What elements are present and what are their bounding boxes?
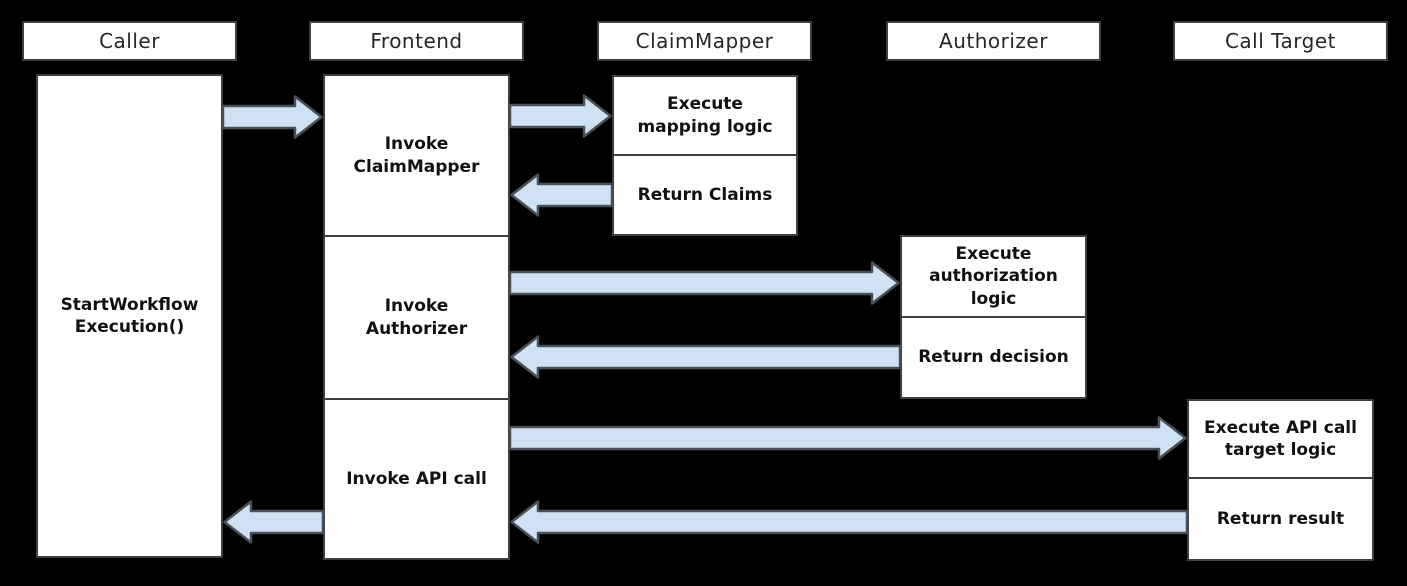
lane-label: ClaimMapper (635, 29, 774, 53)
stack-authorizer: Execute authorization logic Return decis… (900, 235, 1087, 399)
node-execute-api-call-target-logic: Execute API call target logic (1189, 401, 1372, 477)
node-label: Execute authorization logic (929, 244, 1058, 309)
lane-header-call-target: Call Target (1173, 21, 1388, 61)
node-return-result: Return result (1189, 477, 1372, 559)
lane-label: Authorizer (939, 29, 1048, 53)
node-invoke-authorizer: Invoke Authorizer (325, 235, 508, 398)
arrow-frontend-to-claimmapper (508, 94, 612, 138)
node-start-workflow-execution: StartWorkflow Execution() (36, 74, 223, 558)
arrow-authorizer-to-frontend (510, 335, 902, 379)
node-invoke-claimmapper: Invoke ClaimMapper (325, 76, 508, 235)
lane-label: Caller (99, 29, 160, 53)
node-label: Invoke API call (346, 468, 487, 489)
stack-claimmapper: Execute mapping logic Return Claims (612, 75, 798, 236)
arrow-shape (508, 94, 612, 138)
stack-frontend: Invoke ClaimMapper Invoke Authorizer Inv… (323, 74, 510, 560)
lane-label: Frontend (370, 29, 463, 53)
node-label: Return result (1216, 508, 1345, 529)
arrow-shape (510, 500, 1189, 544)
arrow-shape (223, 500, 325, 544)
lane-label: Call Target (1224, 29, 1337, 53)
node-label: Execute mapping logic (637, 94, 773, 137)
node-label: Invoke Authorizer (365, 296, 468, 339)
node-return-decision: Return decision (902, 316, 1085, 397)
stack-call-target: Execute API call target logic Return res… (1187, 399, 1374, 561)
arrow-shape (508, 261, 900, 305)
lane-header-frontend: Frontend (309, 21, 524, 61)
node-label: Return Claims (637, 184, 773, 205)
lane-header-caller: Caller (22, 21, 237, 61)
node-label: StartWorkflow Execution() (60, 294, 199, 337)
lane-header-authorizer: Authorizer (886, 21, 1101, 61)
node-label: Invoke ClaimMapper (353, 134, 480, 177)
arrow-shape (510, 335, 902, 379)
lane-header-claimmapper: ClaimMapper (597, 21, 812, 61)
arrow-calltarget-to-frontend (510, 500, 1189, 544)
node-label: Execute API call target logic (1204, 417, 1357, 460)
arrow-caller-to-frontend (221, 95, 323, 139)
arrow-shape (221, 95, 323, 139)
node-execute-authorization-logic: Execute authorization logic (902, 237, 1085, 316)
arrow-shape (508, 416, 1187, 460)
arrow-frontend-to-calltarget (508, 416, 1187, 460)
arrow-shape (510, 173, 614, 217)
arrow-claimmapper-to-frontend (510, 173, 614, 217)
node-execute-mapping-logic: Execute mapping logic (614, 77, 796, 154)
node-label: Return decision (918, 347, 1069, 368)
node-invoke-api-call: Invoke API call (325, 398, 508, 558)
arrow-frontend-to-caller (223, 500, 325, 544)
arrow-frontend-to-authorizer (508, 261, 900, 305)
node-return-claims: Return Claims (614, 154, 796, 234)
